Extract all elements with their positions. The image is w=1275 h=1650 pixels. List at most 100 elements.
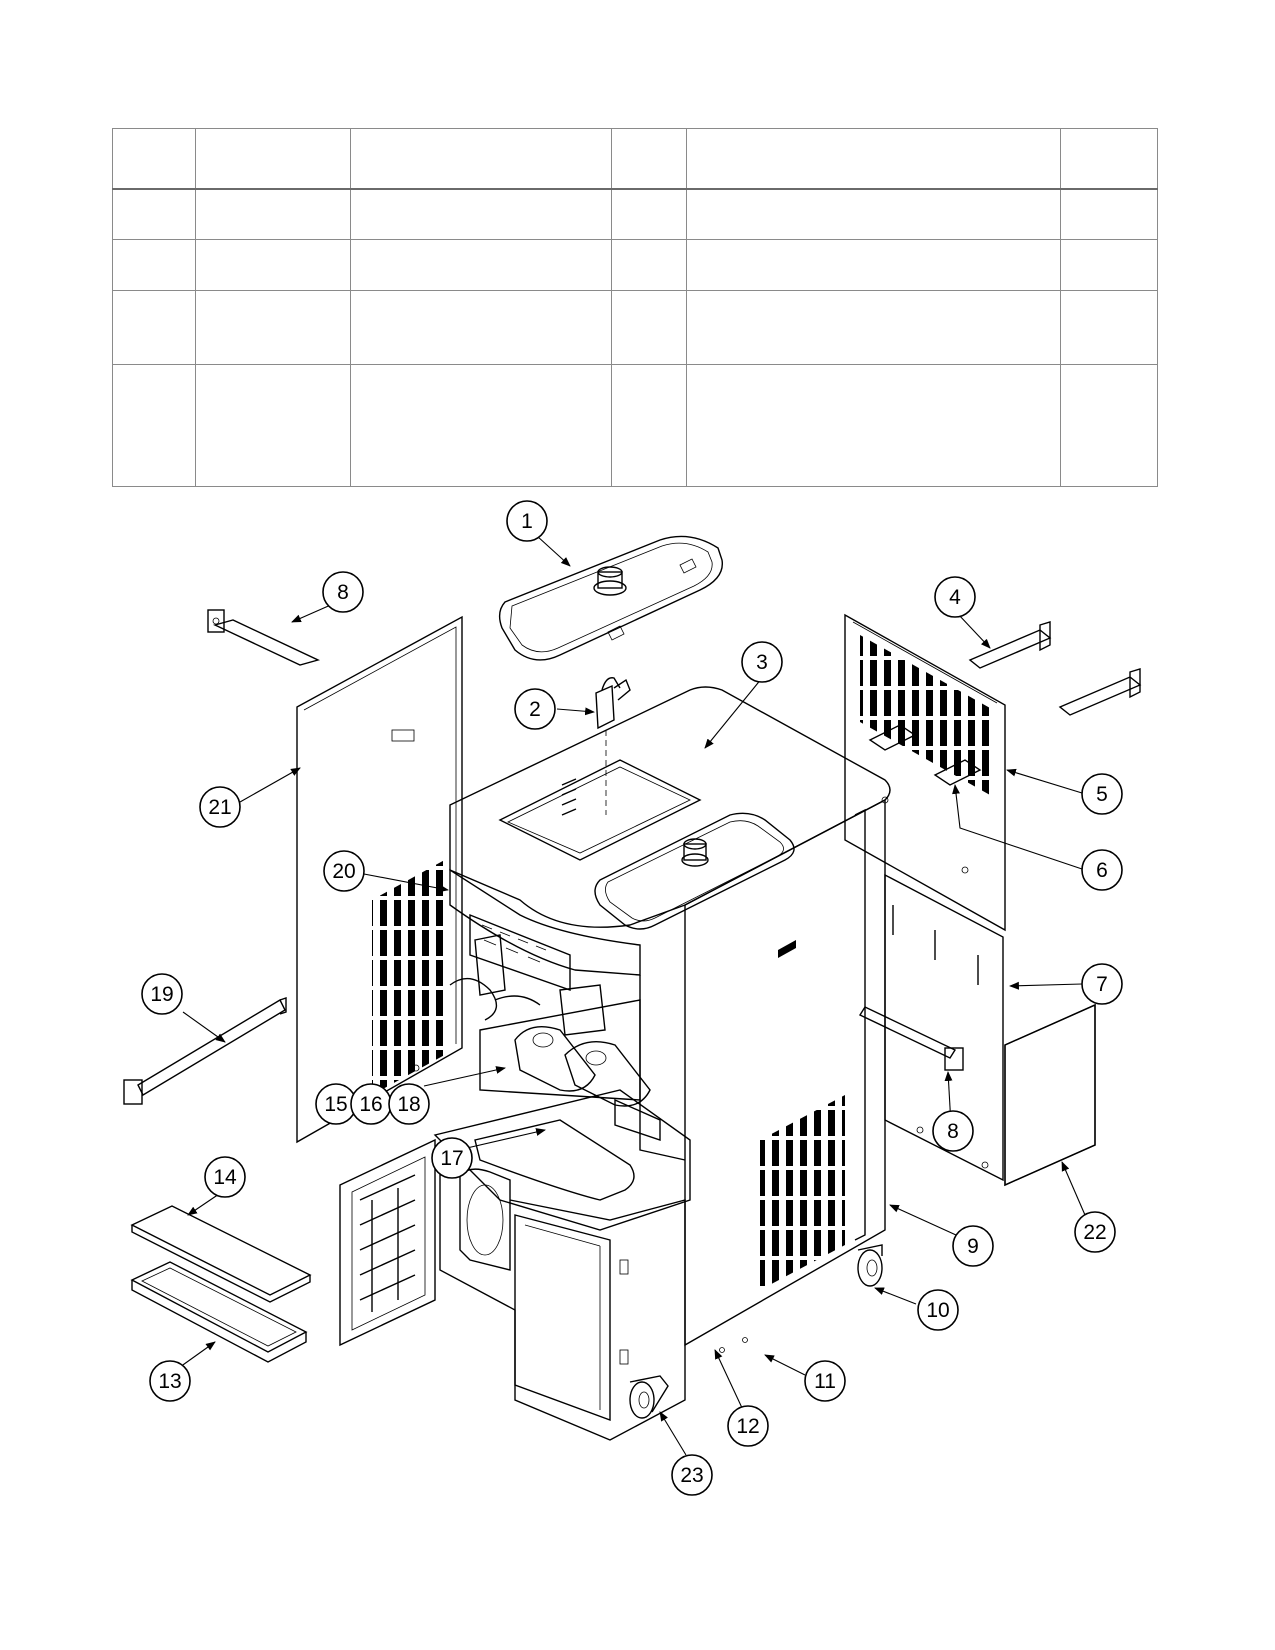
callout-circle bbox=[323, 850, 365, 892]
table-cell bbox=[686, 128, 1061, 190]
callout-label: 18 bbox=[397, 1093, 420, 1116]
callout-label: 19 bbox=[150, 983, 173, 1006]
table-cell bbox=[112, 239, 196, 291]
callout-label: 14 bbox=[213, 1166, 237, 1189]
callout-label: 22 bbox=[1083, 1221, 1106, 1244]
callout-circle bbox=[141, 973, 183, 1015]
callout-label: 3 bbox=[756, 651, 768, 674]
callout-circle bbox=[506, 500, 548, 542]
table-cell bbox=[112, 188, 196, 240]
table-cell bbox=[195, 128, 351, 190]
callout-8-right: 8 bbox=[932, 1110, 974, 1152]
drip-grate-drawing bbox=[130, 1205, 312, 1303]
table-cell bbox=[1060, 188, 1158, 240]
callout-label: 8 bbox=[947, 1120, 959, 1143]
callout-11: 11 bbox=[804, 1360, 846, 1402]
table-cell bbox=[1060, 128, 1158, 190]
callout-label: 21 bbox=[208, 796, 231, 819]
cabinet-door-drawing bbox=[339, 1138, 436, 1347]
table-cell bbox=[350, 128, 612, 190]
callout-8-top: 8 bbox=[322, 571, 364, 613]
callout-circle bbox=[934, 576, 976, 618]
left-side-panel-drawing bbox=[296, 615, 463, 1144]
callout-4: 4 bbox=[934, 576, 976, 618]
callout-label: 16 bbox=[359, 1093, 382, 1116]
lower-rear-panel-drawing bbox=[884, 873, 1004, 1182]
callout-circle bbox=[952, 1225, 994, 1267]
table-cell bbox=[195, 188, 351, 240]
callout-22: 22 bbox=[1074, 1211, 1116, 1253]
callout-label: 10 bbox=[926, 1299, 949, 1322]
callout-circle bbox=[1074, 1211, 1116, 1253]
callout-10: 10 bbox=[917, 1289, 959, 1331]
callout-circle bbox=[322, 571, 364, 613]
callout-label: 12 bbox=[736, 1415, 759, 1438]
callout-15: 15 bbox=[315, 1083, 357, 1125]
hopper-cover-drawing bbox=[498, 535, 724, 661]
callout-21: 21 bbox=[199, 786, 241, 828]
table-cell bbox=[112, 128, 196, 190]
valve-drawing bbox=[595, 677, 631, 815]
callout-circle bbox=[149, 1360, 191, 1402]
callout-20: 20 bbox=[323, 850, 365, 892]
callout-7: 7 bbox=[1081, 963, 1123, 1005]
table-row bbox=[112, 290, 1158, 365]
table-row bbox=[112, 364, 1158, 487]
drip-tray-drawing bbox=[130, 1261, 308, 1363]
callout-23: 23 bbox=[671, 1454, 713, 1496]
table-cell bbox=[195, 364, 351, 487]
upper-rear-panel-drawing bbox=[844, 613, 1006, 932]
table-cell bbox=[350, 239, 612, 291]
callout-16: 16 bbox=[350, 1083, 392, 1125]
table-cell bbox=[350, 188, 612, 240]
callout-label: 20 bbox=[332, 860, 355, 883]
callout-circle bbox=[199, 786, 241, 828]
callout-label: 1 bbox=[521, 510, 533, 533]
bracket-drawing bbox=[207, 609, 321, 666]
callout-19: 19 bbox=[141, 973, 183, 1015]
callout-label: 2 bbox=[529, 698, 541, 721]
parts-list-table bbox=[112, 128, 1158, 487]
table-cell bbox=[195, 239, 351, 291]
callout-1: 1 bbox=[506, 500, 548, 542]
callout-label: 23 bbox=[680, 1464, 703, 1487]
callout-label: 13 bbox=[158, 1370, 181, 1393]
bracket-drawing bbox=[123, 997, 287, 1105]
callout-circle bbox=[1081, 963, 1123, 1005]
callout-circle bbox=[727, 1405, 769, 1447]
table-row bbox=[112, 188, 1158, 240]
callout-circle bbox=[388, 1083, 430, 1125]
callout-6: 6 bbox=[1081, 849, 1123, 891]
callout-label: 6 bbox=[1096, 859, 1108, 882]
callout-14: 14 bbox=[204, 1156, 246, 1198]
callout-12: 12 bbox=[727, 1405, 769, 1447]
callout-label: 9 bbox=[967, 1235, 979, 1258]
table-cell bbox=[1060, 364, 1158, 487]
callout-18: 18 bbox=[388, 1083, 430, 1125]
table-cell bbox=[686, 364, 1061, 487]
callout-circle bbox=[932, 1110, 974, 1152]
table-cell bbox=[611, 364, 687, 487]
leader-lines bbox=[179, 535, 1086, 1456]
callout-label: 5 bbox=[1096, 783, 1108, 806]
table-cell bbox=[112, 290, 196, 365]
callout-circle bbox=[514, 688, 556, 730]
bracket-drawing bbox=[858, 1006, 964, 1071]
callout-circle bbox=[671, 1454, 713, 1496]
table-cell bbox=[350, 364, 612, 487]
bracket-drawing bbox=[968, 621, 1142, 716]
table-cell bbox=[195, 290, 351, 365]
callout-circle bbox=[804, 1360, 846, 1402]
callout-circle bbox=[204, 1156, 246, 1198]
callout-9: 9 bbox=[952, 1225, 994, 1267]
callout-label: 11 bbox=[814, 1370, 836, 1393]
callout-label: 4 bbox=[949, 586, 961, 609]
callout-17: 17 bbox=[431, 1137, 473, 1179]
callout-label: 7 bbox=[1096, 973, 1108, 996]
callout-circle bbox=[431, 1137, 473, 1179]
callout-label: 8 bbox=[337, 581, 349, 604]
table-header-row bbox=[112, 128, 1158, 190]
callout-2: 2 bbox=[514, 688, 556, 730]
callout-circle bbox=[1081, 849, 1123, 891]
